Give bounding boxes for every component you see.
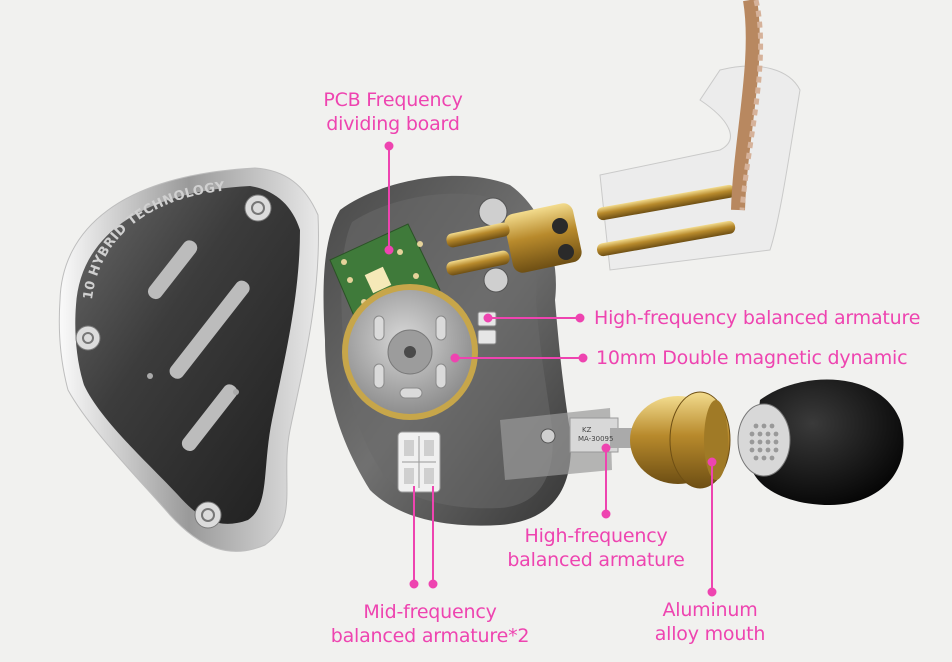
eartip — [737, 379, 904, 505]
label-aluminum-mouth: Aluminum alloy mouth — [640, 598, 780, 646]
label-pcb-line2: dividing board — [326, 113, 460, 135]
label-high-frequency-ba-bottom: High-frequency balanced armature — [506, 524, 686, 572]
callout-lines — [384, 141, 717, 597]
faceplate — [58, 167, 319, 552]
label-dynamic-driver: 10mm Double magnetic dynamic — [596, 347, 908, 369]
ba-print-line2: MA-30095 — [578, 435, 613, 443]
label-mid-frequency-ba: Mid-frequency balanced armature*2 — [320, 600, 540, 648]
label-mid-ba-line2: balanced armature*2 — [330, 625, 530, 647]
label-hf-ba-line1: High-frequency — [524, 525, 668, 547]
ba-print-line1: KZ — [582, 426, 592, 434]
pin-socket — [446, 203, 582, 276]
label-aluminum-line2: alloy mouth — [654, 623, 766, 645]
label-hf-ba-line2: balanced armature — [507, 549, 685, 571]
label-high-frequency-ba-top: High-frequency balanced armature — [594, 307, 921, 329]
label-mid-ba-line1: Mid-frequency — [363, 601, 497, 623]
label-pcb-line1: PCB Frequency — [323, 89, 463, 111]
mid-ba-units — [397, 431, 441, 493]
label-aluminum-line1: Aluminum — [662, 599, 758, 621]
dynamic-driver — [342, 284, 478, 420]
label-pcb: PCB Frequency dividing board — [318, 88, 468, 136]
cable-connector — [596, 0, 801, 271]
